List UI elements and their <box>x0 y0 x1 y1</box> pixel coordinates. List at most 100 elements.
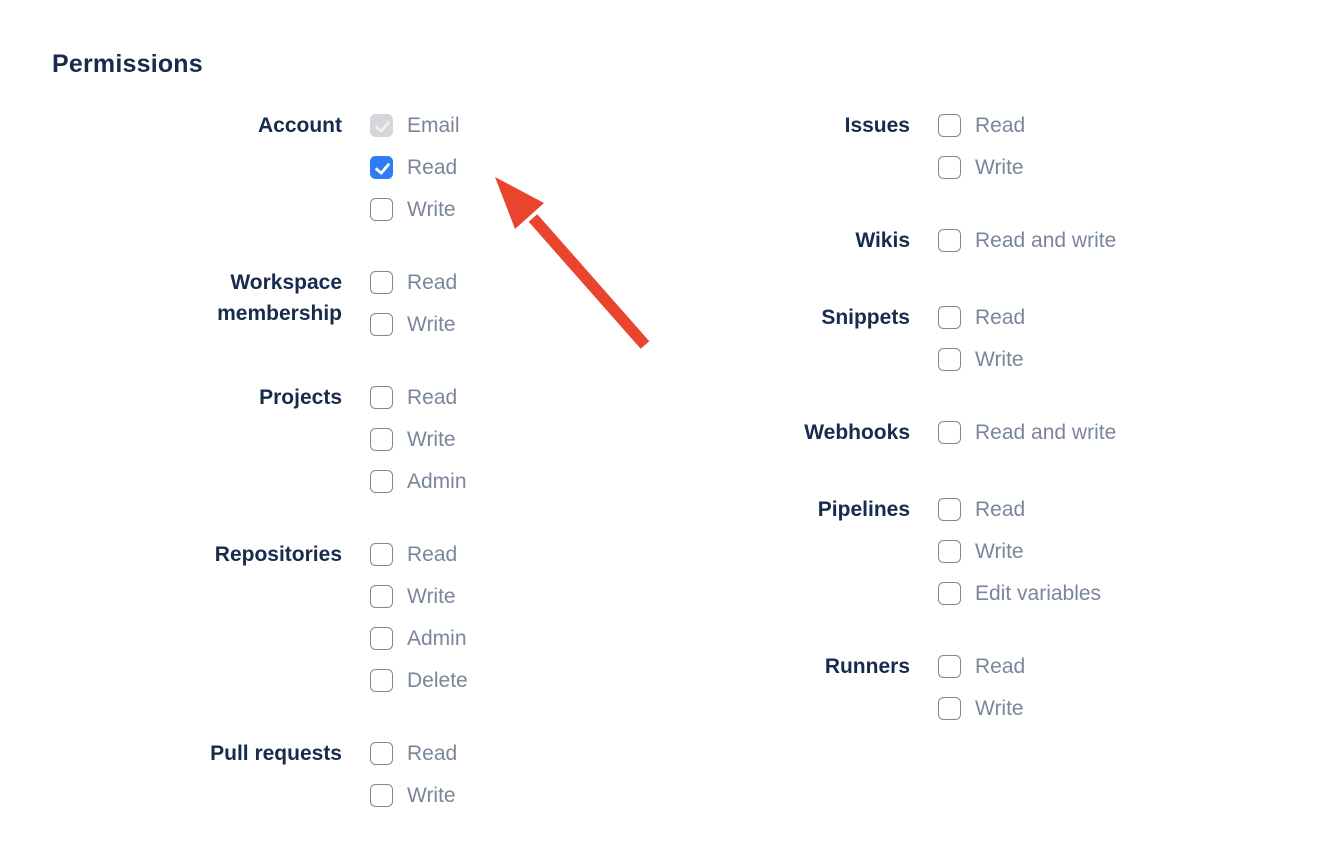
account-email-label: Email <box>407 114 460 137</box>
runners-read-row[interactable]: Read <box>938 655 1116 678</box>
wikis-read-and-write-row[interactable]: Read and write <box>938 229 1116 252</box>
account-read-checkbox[interactable] <box>370 156 393 179</box>
workspace-membership-group-label: Workspace membership <box>217 271 342 325</box>
snippets-group-label: Snippets <box>821 306 910 329</box>
issues-read-label: Read <box>975 114 1026 137</box>
account-items: Email Read Write <box>370 114 468 221</box>
runners-write-row[interactable]: Write <box>938 697 1116 720</box>
account-group-label: Account <box>258 114 342 137</box>
projects-write-row[interactable]: Write <box>370 428 468 451</box>
account-write-row[interactable]: Write <box>370 198 468 221</box>
wikis-group-label: Wikis <box>855 229 910 252</box>
pipelines-edit-variables-checkbox[interactable] <box>938 582 961 605</box>
snippets-read-checkbox[interactable] <box>938 306 961 329</box>
projects-write-checkbox[interactable] <box>370 428 393 451</box>
runners-items: Read Write <box>938 655 1116 720</box>
permissions-column-left: Account Email Read Write Workspace membe… <box>142 114 468 807</box>
pipelines-write-row[interactable]: Write <box>938 540 1116 563</box>
workspace-membership-write-checkbox[interactable] <box>370 313 393 336</box>
pipelines-write-checkbox[interactable] <box>938 540 961 563</box>
workspace-membership-read-row[interactable]: Read <box>370 271 468 294</box>
snippets-read-row[interactable]: Read <box>938 306 1116 329</box>
issues-write-row[interactable]: Write <box>938 156 1116 179</box>
projects-admin-checkbox[interactable] <box>370 470 393 493</box>
pull-requests-write-row[interactable]: Write <box>370 784 468 807</box>
permission-group-pull-requests: Pull requests Read Write <box>142 742 468 807</box>
workspace-membership-write-row[interactable]: Write <box>370 313 468 336</box>
pipelines-read-checkbox[interactable] <box>938 498 961 521</box>
wikis-items: Read and write <box>938 229 1116 256</box>
permission-group-runners: Runners Read Write <box>710 655 1116 720</box>
account-write-checkbox[interactable] <box>370 198 393 221</box>
snippets-items: Read Write <box>938 306 1116 371</box>
repositories-items: Read Write Admin Delete <box>370 543 468 692</box>
pipelines-group-label: Pipelines <box>817 498 910 521</box>
webhooks-read-and-write-label: Read and write <box>975 421 1117 444</box>
repositories-write-label: Write <box>407 585 456 608</box>
snippets-write-checkbox[interactable] <box>938 348 961 371</box>
permission-group-repositories: Repositories Read Write Admin Delete <box>142 543 468 692</box>
workspace-membership-read-label: Read <box>407 271 458 294</box>
projects-read-checkbox[interactable] <box>370 386 393 409</box>
repositories-read-row[interactable]: Read <box>370 543 468 566</box>
issues-write-checkbox[interactable] <box>938 156 961 179</box>
account-email-checkbox <box>370 114 393 137</box>
webhooks-read-and-write-checkbox[interactable] <box>938 421 961 444</box>
pipelines-edit-variables-row[interactable]: Edit variables <box>938 582 1116 605</box>
runners-group-label: Runners <box>824 655 910 678</box>
repositories-admin-label: Admin <box>407 627 467 650</box>
runners-read-checkbox[interactable] <box>938 655 961 678</box>
permission-group-workspace-membership: Workspace membership Read Write <box>142 271 468 336</box>
permission-group-issues: Issues Read Write <box>710 114 1116 179</box>
repositories-admin-row[interactable]: Admin <box>370 627 468 650</box>
repositories-delete-checkbox[interactable] <box>370 669 393 692</box>
issues-write-label: Write <box>975 156 1024 179</box>
workspace-membership-read-checkbox[interactable] <box>370 271 393 294</box>
account-write-label: Write <box>407 198 456 221</box>
pipelines-read-row[interactable]: Read <box>938 498 1116 521</box>
projects-read-row[interactable]: Read <box>370 386 468 409</box>
workspace-membership-items: Read Write <box>370 271 468 336</box>
repositories-write-checkbox[interactable] <box>370 585 393 608</box>
repositories-write-row[interactable]: Write <box>370 585 468 608</box>
repositories-read-checkbox[interactable] <box>370 543 393 566</box>
permission-group-projects: Projects Read Write Admin <box>142 386 468 493</box>
pipelines-read-label: Read <box>975 498 1026 521</box>
snippets-write-label: Write <box>975 348 1024 371</box>
permissions-column-right: Issues Read Write Wikis Read and write <box>710 114 1116 720</box>
pipelines-write-label: Write <box>975 540 1024 563</box>
projects-admin-row[interactable]: Admin <box>370 470 468 493</box>
issues-read-checkbox[interactable] <box>938 114 961 137</box>
pipelines-edit-variables-label: Edit variables <box>975 582 1102 605</box>
pull-requests-read-row[interactable]: Read <box>370 742 468 765</box>
account-email-row: Email <box>370 114 468 137</box>
workspace-membership-write-label: Write <box>407 313 456 336</box>
repositories-delete-row[interactable]: Delete <box>370 669 468 692</box>
issues-items: Read Write <box>938 114 1116 179</box>
snippets-write-row[interactable]: Write <box>938 348 1116 371</box>
repositories-delete-label: Delete <box>407 669 468 692</box>
pull-requests-write-label: Write <box>407 784 456 807</box>
permission-group-snippets: Snippets Read Write <box>710 306 1116 371</box>
webhooks-read-and-write-row[interactable]: Read and write <box>938 421 1116 444</box>
projects-read-label: Read <box>407 386 458 409</box>
projects-write-label: Write <box>407 428 456 451</box>
pull-requests-group-label: Pull requests <box>210 742 342 765</box>
issues-read-row[interactable]: Read <box>938 114 1116 137</box>
snippets-read-label: Read <box>975 306 1026 329</box>
runners-write-checkbox[interactable] <box>938 697 961 720</box>
pull-requests-read-label: Read <box>407 742 458 765</box>
page-title: Permissions <box>52 50 203 78</box>
permission-group-pipelines: Pipelines Read Write Edit variables <box>710 498 1116 605</box>
projects-group-label: Projects <box>259 386 342 409</box>
pull-requests-read-checkbox[interactable] <box>370 742 393 765</box>
account-read-row[interactable]: Read <box>370 156 468 179</box>
wikis-read-and-write-checkbox[interactable] <box>938 229 961 252</box>
repositories-admin-checkbox[interactable] <box>370 627 393 650</box>
projects-admin-label: Admin <box>407 470 467 493</box>
projects-items: Read Write Admin <box>370 386 468 493</box>
account-read-label: Read <box>407 156 458 179</box>
pull-requests-write-checkbox[interactable] <box>370 784 393 807</box>
webhooks-group-label: Webhooks <box>804 421 910 444</box>
